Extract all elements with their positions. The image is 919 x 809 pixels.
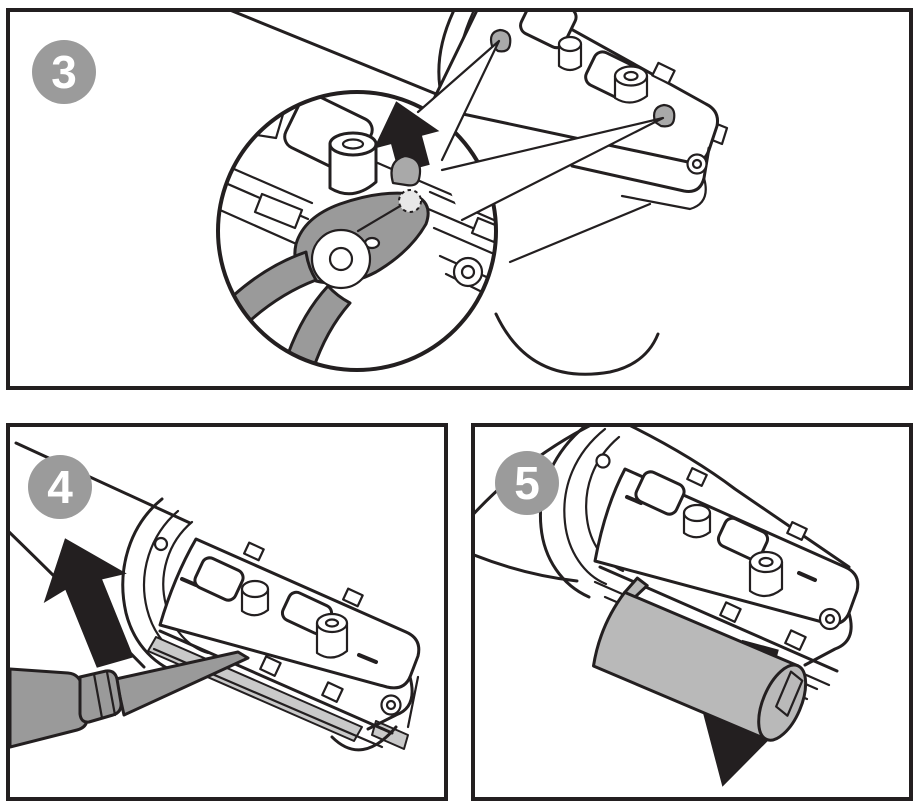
step-4-illustration: 4	[10, 441, 421, 752]
step-panel-5: 5	[471, 423, 913, 801]
step-4-number: 4	[47, 461, 73, 513]
solder-joint-right	[652, 103, 676, 128]
step-3-number: 3	[51, 46, 77, 98]
step-3-badge: 3	[32, 40, 96, 104]
step-4-badge: 4	[28, 455, 92, 519]
handle-tube-top-edge	[14, 441, 192, 525]
bottom-shell-curve	[330, 725, 398, 752]
step-panel-4: 4	[6, 423, 448, 801]
collar-screw-hole	[153, 536, 169, 552]
shell-silhouette	[629, 427, 851, 569]
screwdriver-ferrule	[78, 669, 123, 724]
callout-beams	[416, 39, 665, 222]
board-components	[519, 12, 676, 104]
board-components	[625, 467, 817, 598]
step-5-number: 5	[514, 457, 540, 509]
solder-blob-outline-dotted	[398, 189, 422, 213]
board-components	[180, 541, 378, 664]
up-arrow-icon	[373, 101, 440, 174]
battery-cap-notch	[775, 670, 804, 717]
battery-icon	[591, 576, 808, 742]
magnifier-lens	[216, 90, 498, 372]
collar-screw-hole	[595, 453, 611, 469]
cut-solder-blob	[390, 154, 422, 187]
battery-body	[591, 590, 800, 741]
up-arrow-icon	[43, 538, 134, 668]
lens-border	[216, 90, 498, 372]
step-panel-3: 3	[6, 8, 913, 390]
cutting-pliers-icon	[218, 191, 430, 370]
screwdriver-icon	[10, 650, 250, 749]
lens-content	[218, 92, 496, 370]
handle-tube	[230, 12, 448, 100]
step-3-illustration: 3	[32, 12, 729, 376]
magnified-post	[328, 142, 378, 196]
screwdriver-handle	[10, 667, 89, 749]
step-5-illustration: 5	[475, 427, 860, 787]
step-5-badge: 5	[495, 451, 559, 515]
